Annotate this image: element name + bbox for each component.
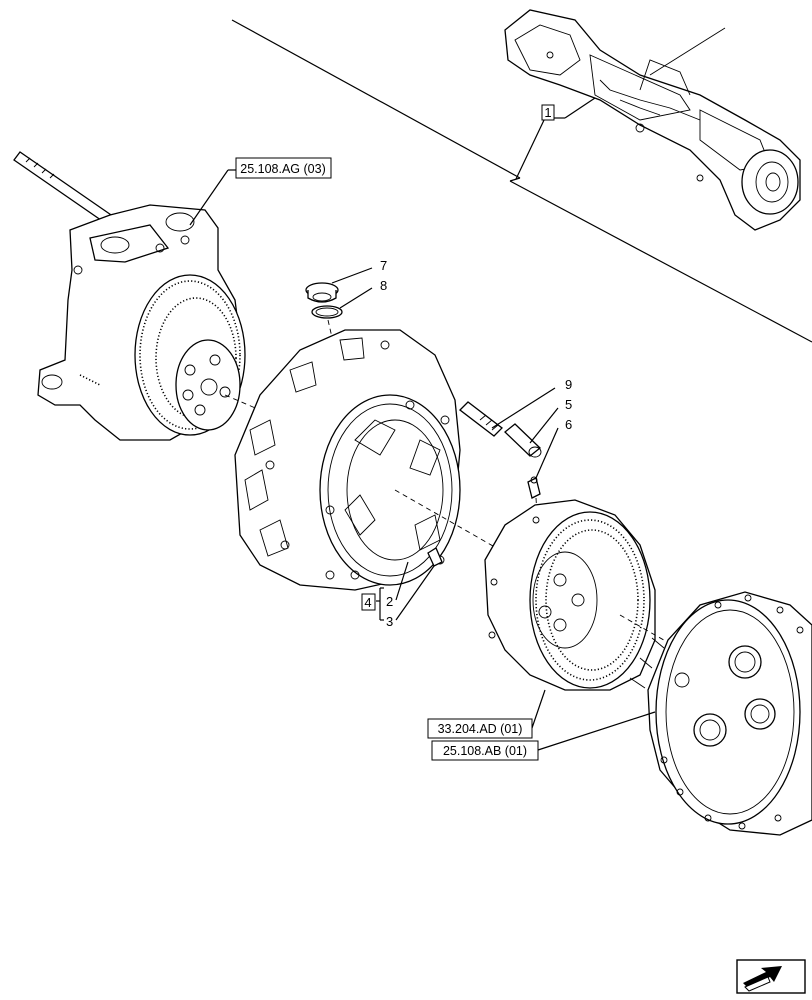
hub-housing-drawing	[234, 329, 501, 591]
callout-8: 8	[380, 278, 387, 293]
callout-5: 5	[565, 397, 572, 412]
plug-and-o-ring-drawing	[305, 267, 373, 356]
callout-9: 9	[565, 377, 572, 392]
callout-4: 4	[364, 595, 371, 610]
ref-box-steering-knuckle[interactable]	[235, 157, 332, 179]
callout-7: 7	[380, 258, 387, 273]
stud-bushing-fitting-drawing	[459, 387, 559, 531]
ref-box-planetary-carrier[interactable]	[431, 740, 539, 761]
planetary-carrier-drawing	[537, 591, 812, 836]
callout-4-group	[361, 561, 435, 621]
callout-2: 2	[386, 594, 393, 609]
steering-knuckle-drawing	[13, 151, 331, 441]
callout-3: 3	[386, 614, 393, 629]
ref-planetary-carrier-link[interactable]: 25.108.AB (01)	[443, 744, 527, 758]
next-page-arrow-icon[interactable]	[736, 959, 806, 994]
ref-box-ring-gear-carrier[interactable]	[427, 718, 533, 739]
axle-overview-inset: 1	[231, 9, 812, 343]
callout-1: 1	[544, 105, 551, 120]
ring-gear-carrier-drawing	[484, 499, 691, 729]
ref-steering-knuckle-link[interactable]: 25.108.AG (03)	[240, 162, 325, 176]
ref-ring-gear-carrier-link[interactable]: 33.204.AD (01)	[438, 722, 523, 736]
callout-6: 6	[565, 417, 572, 432]
